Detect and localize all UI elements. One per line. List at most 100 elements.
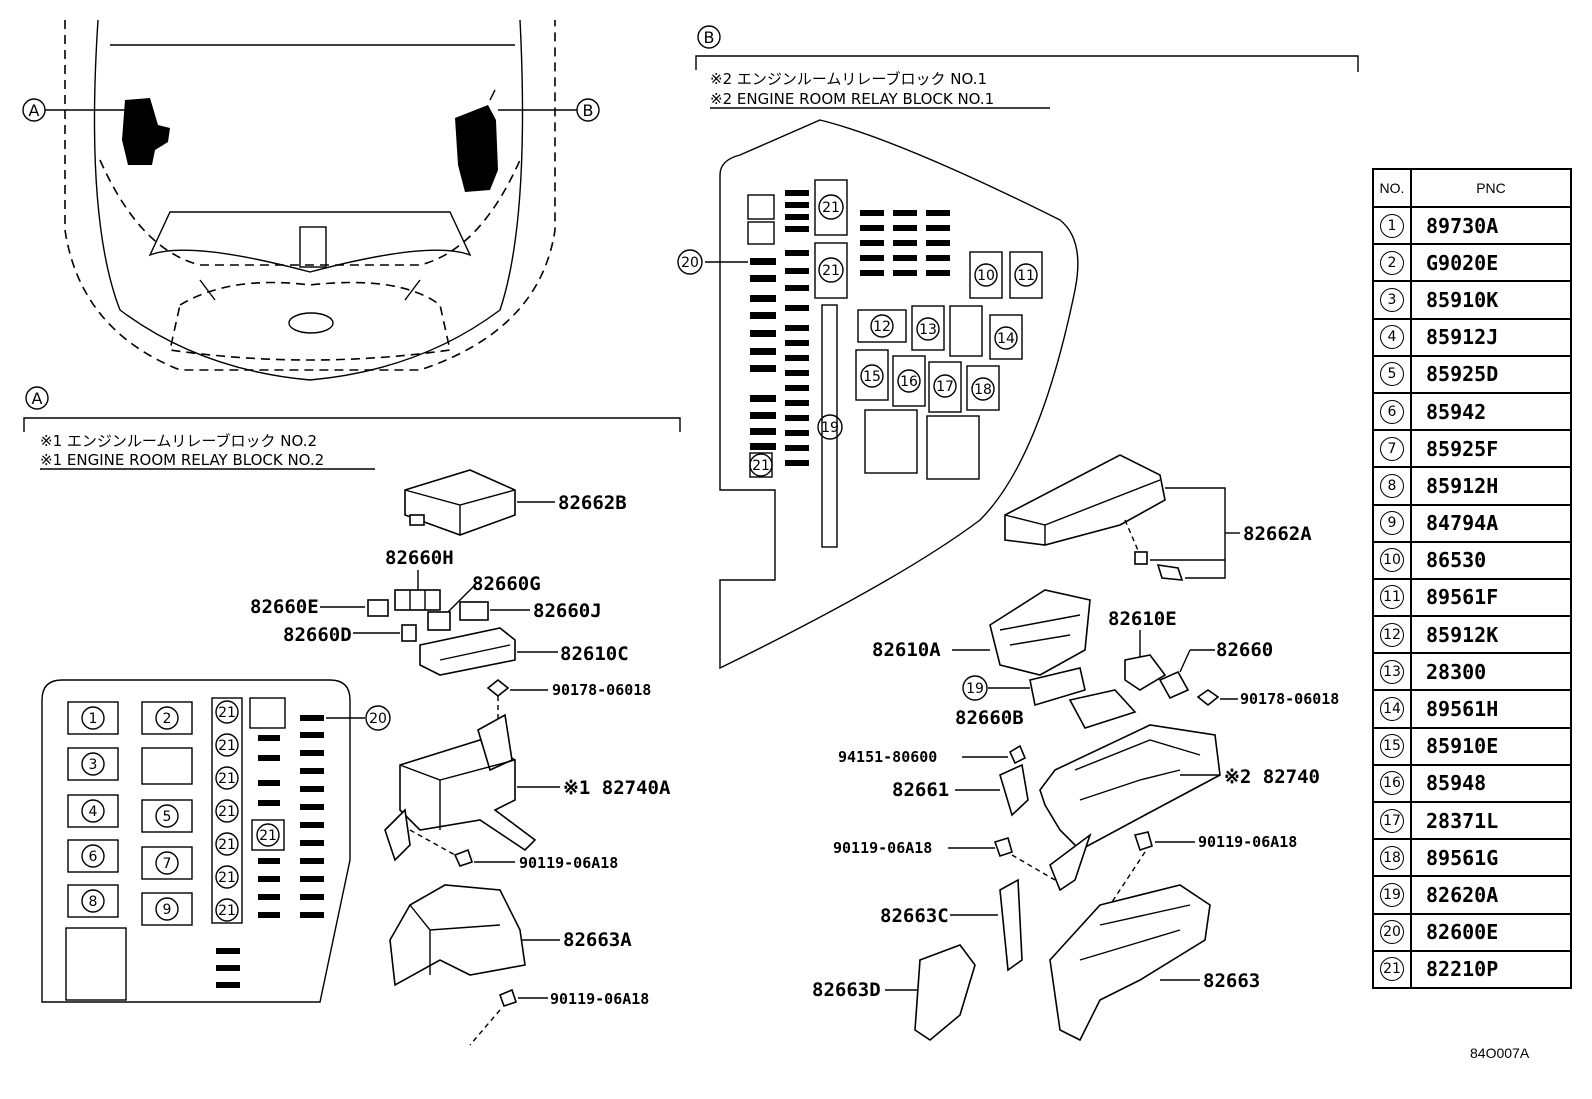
- label-90178-b: 90178-06018: [1240, 690, 1339, 708]
- svg-text:B: B: [704, 28, 715, 47]
- row-pnc: 85925D: [1410, 354, 1572, 394]
- row-pnc: 85942: [1410, 391, 1572, 432]
- row-number: 12: [1372, 615, 1412, 655]
- row-pnc: 84794A: [1410, 503, 1572, 543]
- label-82610C: 82610C: [560, 643, 629, 665]
- label-82660J: 82660J: [533, 600, 602, 622]
- svg-text:12: 12: [873, 319, 891, 335]
- circled-number: 14: [1380, 697, 1404, 722]
- circled-number: 5: [1380, 362, 1404, 387]
- svg-text:21: 21: [218, 870, 236, 886]
- label-82662A: 82662A: [1243, 523, 1312, 545]
- header-no: NO.: [1372, 168, 1412, 208]
- vehicle-outline: [64, 19, 556, 381]
- svg-text:9: 9: [163, 902, 172, 918]
- svg-text:A: A: [29, 101, 40, 120]
- circled-number: 8: [1380, 473, 1404, 498]
- svg-text:10: 10: [977, 268, 995, 284]
- label-82661: 82661: [892, 779, 949, 801]
- header-pnc: PNC: [1410, 168, 1572, 208]
- row-pnc: 82210P: [1410, 949, 1572, 989]
- circled-number: 19: [1380, 882, 1404, 907]
- svg-text:4: 4: [89, 804, 98, 820]
- label-82740: ※2 82740: [1224, 766, 1320, 788]
- label-82660G: 82660G: [472, 573, 541, 595]
- circled-number: 4: [1380, 325, 1404, 350]
- row-pnc: 89561H: [1410, 689, 1572, 729]
- svg-text:5: 5: [163, 809, 172, 825]
- svg-text:21: 21: [259, 828, 277, 844]
- fuse-layout-b: 21 21 19 21 20 10 11: [677, 119, 1079, 670]
- circled-number: 16: [1380, 771, 1404, 796]
- svg-text:11: 11: [1017, 268, 1035, 284]
- circled-number: 21: [1380, 957, 1404, 982]
- circled-number: 13: [1380, 659, 1404, 684]
- row-pnc: 28371L: [1410, 800, 1572, 841]
- label-82610A: 82610A: [872, 639, 941, 661]
- row-pnc: 85910K: [1410, 280, 1572, 320]
- row-number: 4: [1372, 317, 1412, 357]
- svg-text:17: 17: [936, 379, 954, 395]
- circled-number: 11: [1380, 585, 1404, 610]
- row-number: 18: [1372, 838, 1412, 878]
- svg-text:21: 21: [752, 458, 770, 474]
- circled-number: 7: [1380, 436, 1404, 461]
- svg-text:18: 18: [974, 382, 992, 398]
- row-number: 20: [1372, 912, 1412, 952]
- relay-block-a-location: [122, 98, 170, 165]
- label-82740A: ※1 82740A: [563, 777, 671, 799]
- label-82660D: 82660D: [283, 624, 352, 646]
- row-pnc: 89730A: [1410, 205, 1572, 246]
- label-82663D: 82663D: [812, 979, 881, 1001]
- fuse-layout-a: 1 2 3 4 5 6 7 8 9 21 21 21 21 21 21: [41, 679, 391, 1003]
- row-number: 21: [1372, 949, 1412, 989]
- circled-number: 10: [1380, 548, 1404, 573]
- row-number: 15: [1372, 726, 1412, 766]
- row-number: 7: [1372, 429, 1412, 469]
- label-90119-a2: 90119-06A18: [550, 990, 649, 1008]
- row-number: 2: [1372, 243, 1412, 283]
- svg-text:2: 2: [163, 711, 172, 727]
- section-b-title-en: ※2 ENGINE ROOM RELAY BLOCK NO.1: [710, 90, 994, 108]
- row-pnc: 89561G: [1410, 838, 1572, 878]
- circled-number: 2: [1380, 250, 1404, 275]
- svg-text:20: 20: [369, 711, 387, 727]
- label-82660H: 82660H: [385, 547, 454, 569]
- circled-number: 18: [1380, 845, 1404, 870]
- svg-text:A: A: [32, 389, 43, 408]
- svg-text:1: 1: [89, 711, 98, 727]
- svg-text:13: 13: [919, 322, 937, 338]
- circled-number: 1: [1380, 213, 1404, 238]
- row-number: 16: [1372, 763, 1412, 804]
- row-number: 6: [1372, 391, 1412, 432]
- svg-text:14: 14: [997, 331, 1015, 347]
- label-90178-a: 90178-06018: [552, 681, 651, 699]
- svg-text:6: 6: [89, 849, 98, 865]
- svg-text:21: 21: [822, 263, 840, 279]
- circled-number: 15: [1380, 734, 1404, 759]
- label-82610E: 82610E: [1108, 608, 1177, 630]
- svg-text:21: 21: [218, 804, 236, 820]
- label-82663C: 82663C: [880, 905, 949, 927]
- circled-number: 9: [1380, 511, 1404, 536]
- diagram-code: 84O007A: [1470, 1045, 1530, 1061]
- svg-text:15: 15: [863, 369, 881, 385]
- row-pnc: 28300: [1410, 652, 1572, 692]
- svg-text:19: 19: [821, 420, 839, 436]
- row-pnc: 85912H: [1410, 466, 1572, 506]
- label-82662B: 82662B: [558, 492, 627, 514]
- row-number: 17: [1372, 800, 1412, 841]
- svg-text:21: 21: [218, 903, 236, 919]
